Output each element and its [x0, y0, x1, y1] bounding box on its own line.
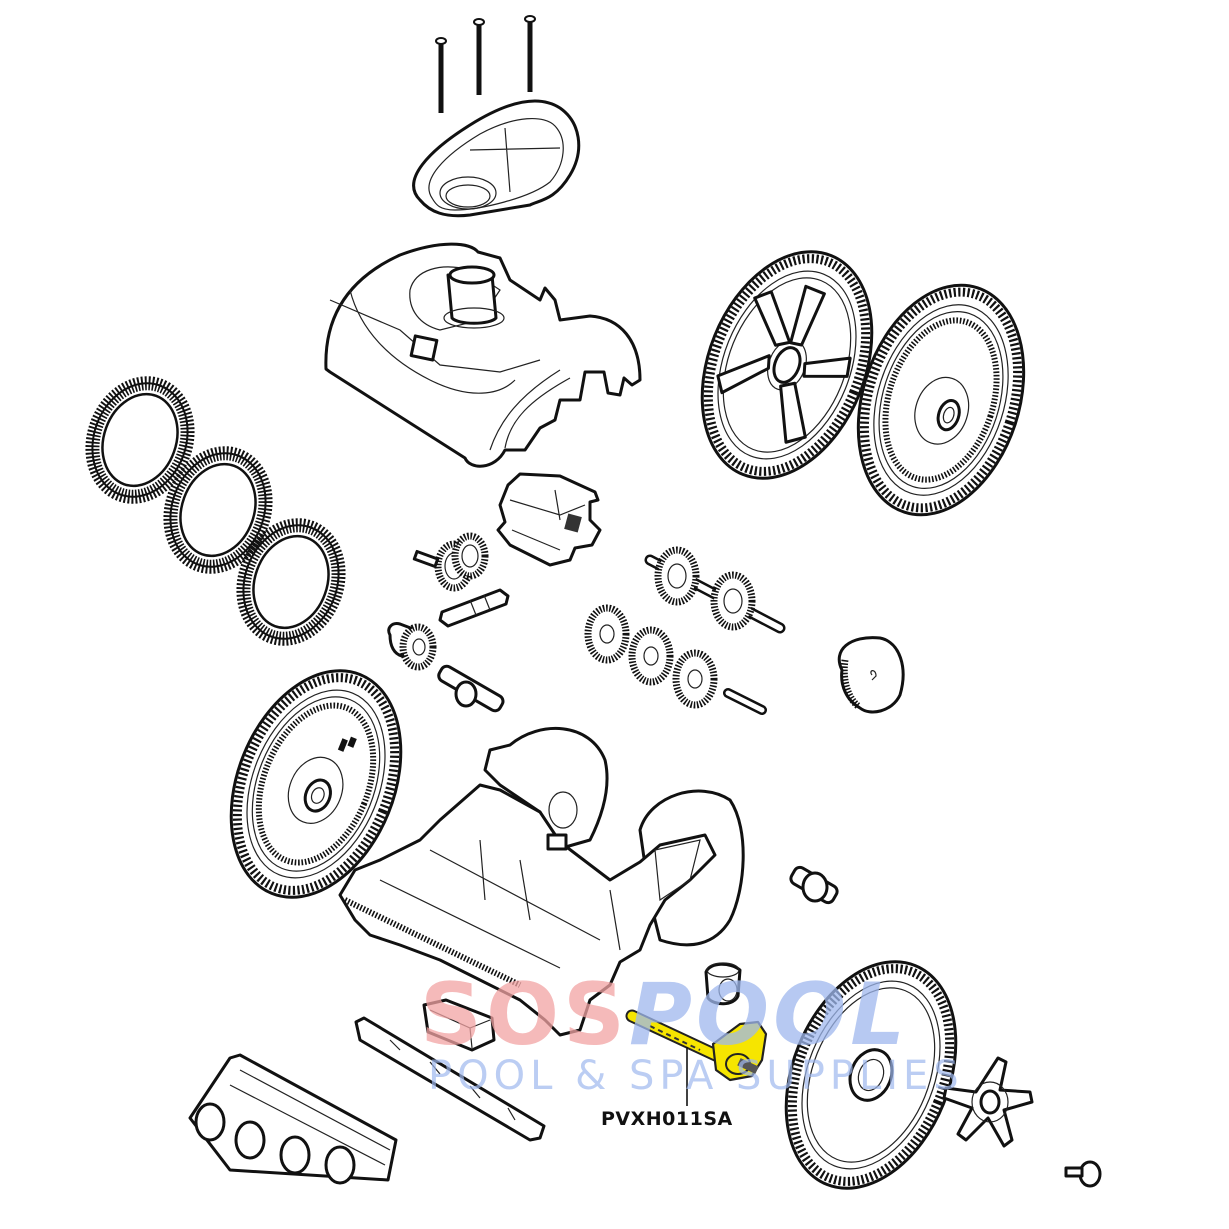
- pin-icon: [723, 688, 767, 715]
- roller-icon: [188, 1053, 398, 1185]
- screw-icon: [473, 18, 485, 95]
- gear-icon: [584, 604, 630, 664]
- cap-icon: [837, 636, 905, 714]
- cover-icon: [412, 99, 581, 218]
- hubcap-icon: [942, 1056, 1034, 1148]
- ring-icon: [236, 518, 346, 646]
- screw-icon: [435, 37, 447, 113]
- coupler-icon: [789, 865, 839, 905]
- part-number-label: PVXH011SA: [601, 1108, 733, 1130]
- screw-icon: [1064, 1160, 1102, 1188]
- wheel-icon: [670, 226, 903, 503]
- strip-icon: [354, 1016, 546, 1142]
- gear-icon: [387, 622, 437, 671]
- wheel-icon: [754, 936, 987, 1213]
- wheel-icon: ▮▘: [199, 645, 432, 922]
- gear-icon: [628, 626, 674, 686]
- axle-arm-icon: [625, 1009, 768, 1082]
- body-shell-icon: [324, 242, 642, 468]
- chassis-icon: [338, 726, 745, 1037]
- ring-icon: [85, 376, 195, 504]
- screw-icon: [524, 15, 536, 92]
- shaft-icon: [437, 664, 505, 713]
- ring-icon: [163, 446, 273, 574]
- axle-icon: [644, 546, 786, 634]
- gear-icon: [412, 532, 489, 592]
- wheel-icon: [830, 264, 1051, 537]
- gear-icon: [672, 649, 718, 709]
- housing-icon: [496, 472, 602, 567]
- vane-icon: [438, 588, 510, 628]
- bushing-icon: [704, 962, 742, 1006]
- clip-icon: [422, 998, 496, 1052]
